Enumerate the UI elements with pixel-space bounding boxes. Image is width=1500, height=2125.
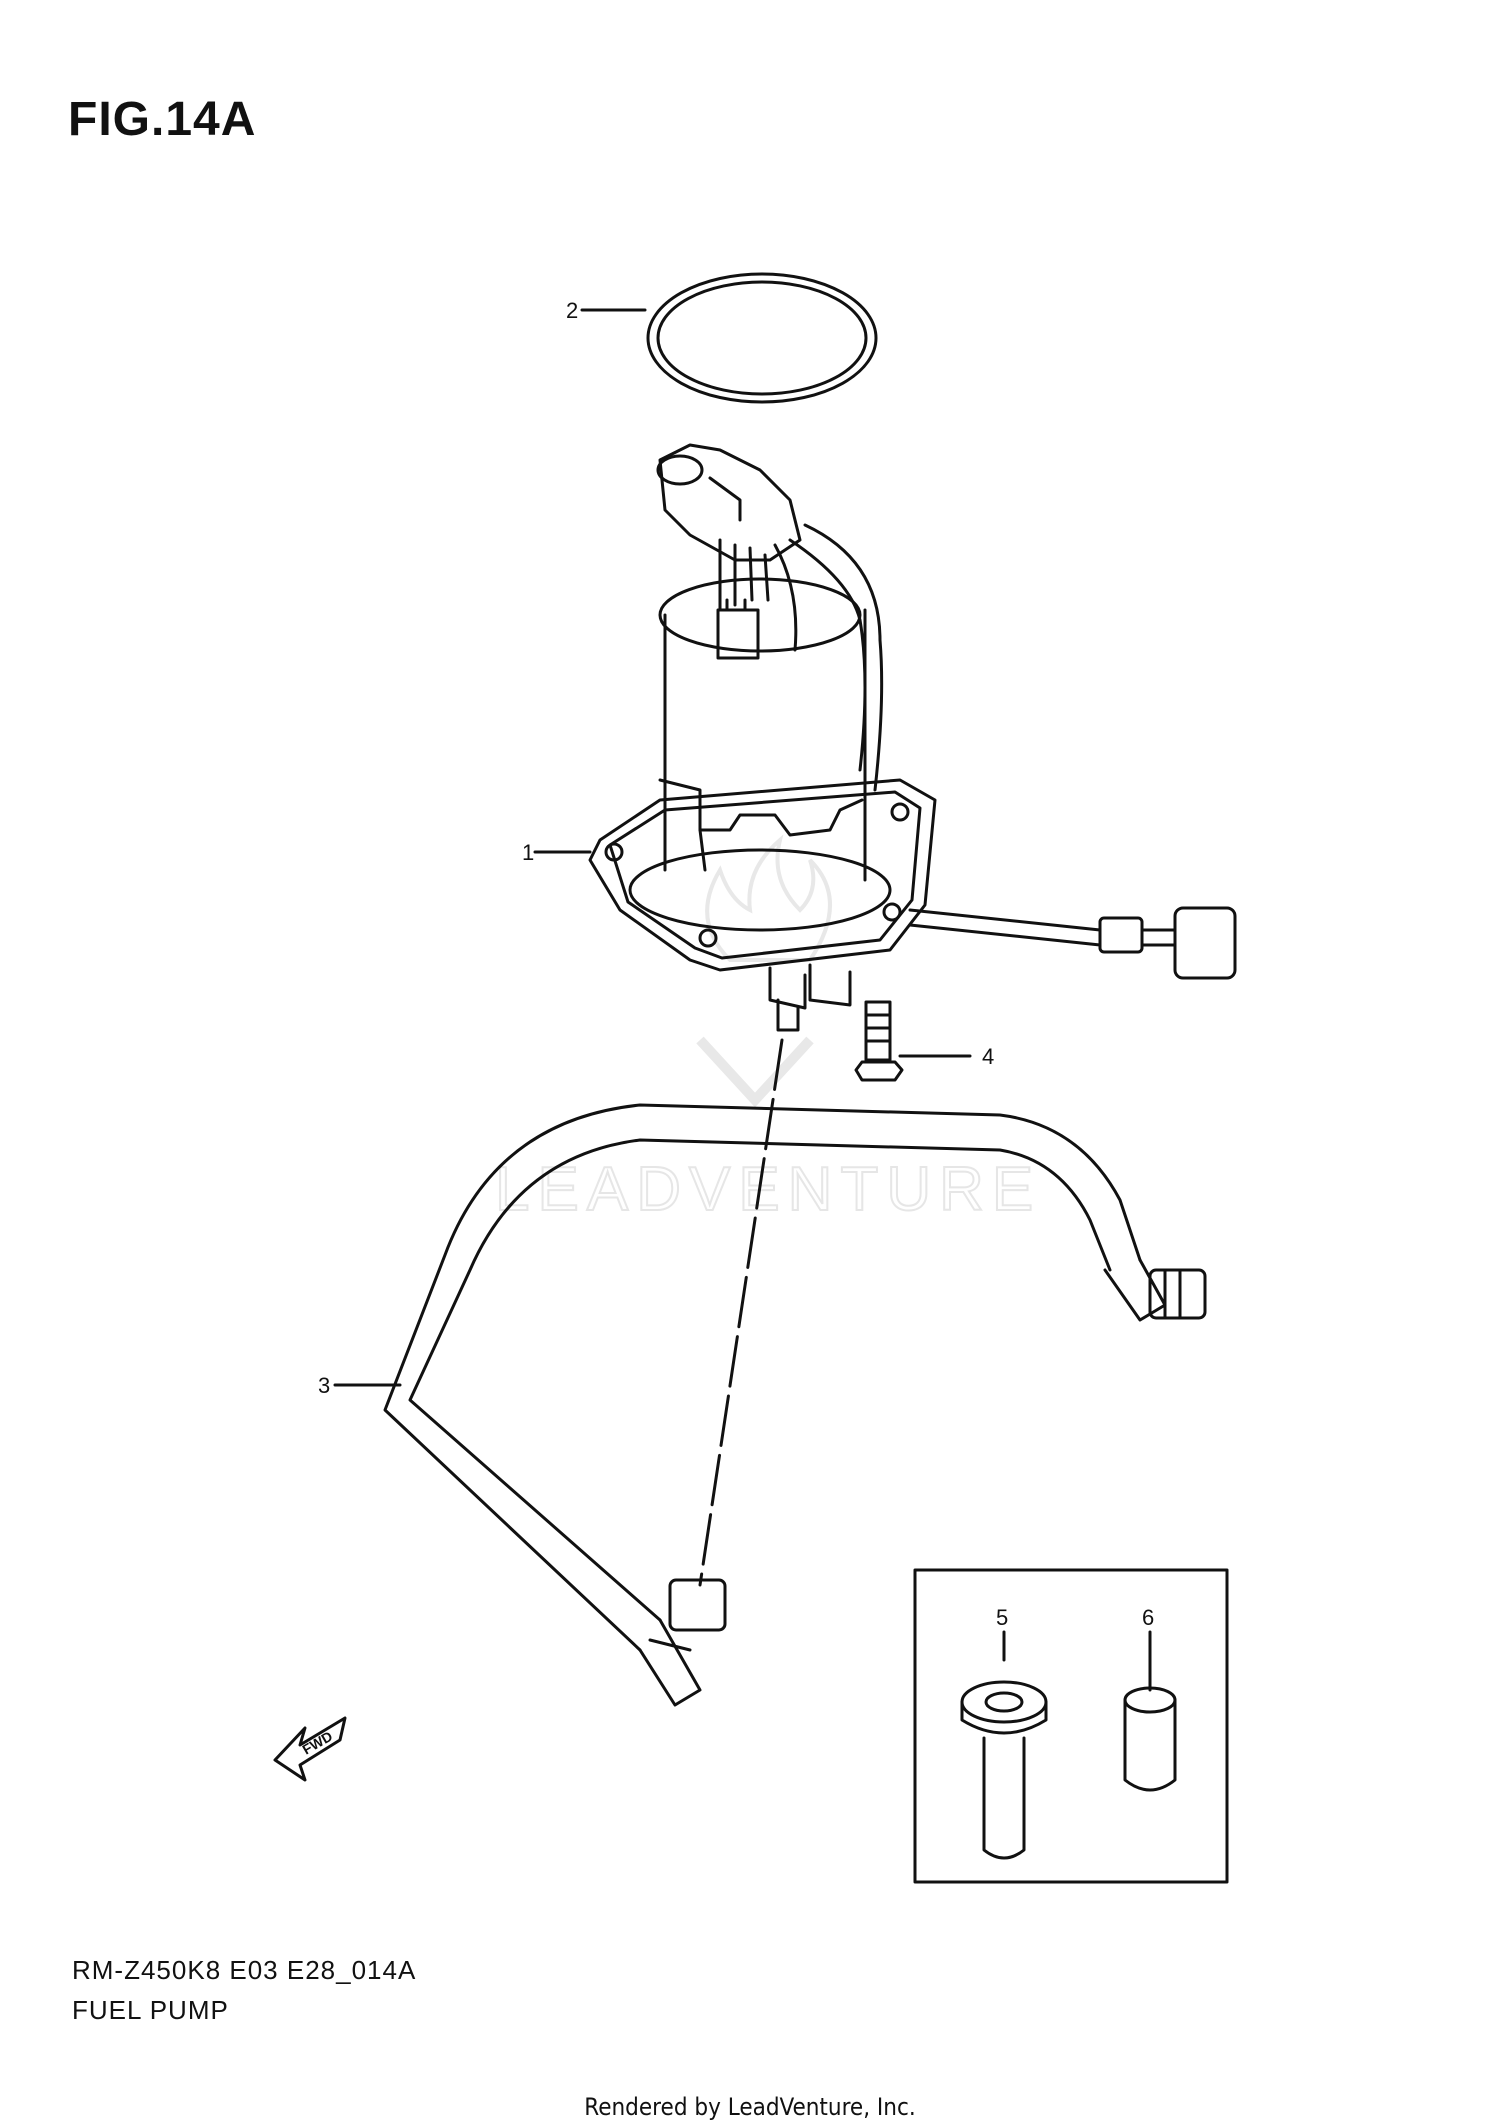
figure-title: FIG.14A	[68, 93, 257, 146]
callout-5: 5	[996, 1605, 1008, 1630]
bolt-part	[854, 1000, 904, 1082]
diagram-name: FUEL PUMP	[72, 1995, 229, 2025]
footer-credit: Rendered by LeadVenture, Inc.	[584, 2093, 916, 2121]
watermark: LEADVENTURE	[494, 834, 1041, 1225]
callout-4: 4	[982, 1044, 994, 1069]
diagram-code: RM-Z450K8 E03 E28_014A	[72, 1955, 417, 1985]
callout-2: 2	[566, 298, 578, 323]
callout-1: 1	[522, 840, 534, 865]
fwd-arrow-icon	[273, 1716, 347, 1782]
inset-box	[913, 1568, 1229, 1884]
callout-6: 6	[1142, 1605, 1154, 1630]
watermark-text: LEADVENTURE	[495, 1155, 1041, 1224]
fuel-pump-assembly	[588, 443, 1237, 1032]
fuel-hose-part	[383, 1038, 1207, 1707]
o-ring-part	[646, 272, 878, 404]
callout-3: 3	[318, 1373, 330, 1398]
